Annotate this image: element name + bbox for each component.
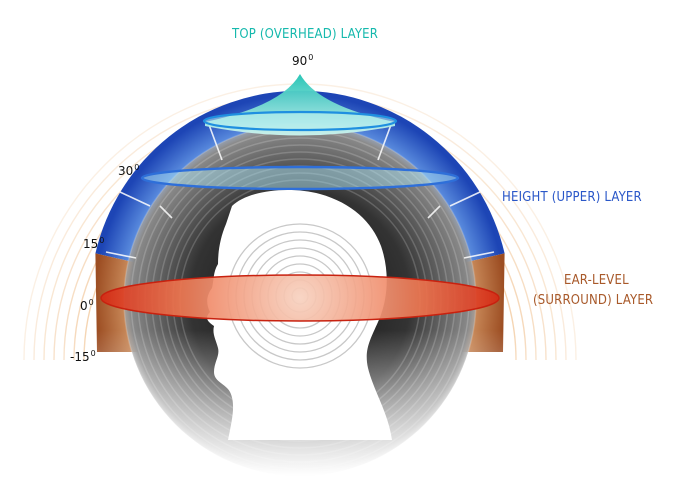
top-layer-label: TOP (OVERHEAD) LAYER <box>232 27 379 42</box>
angle-90-label: 900 <box>292 53 314 68</box>
angle-30-label: 300 <box>118 163 140 178</box>
sector-dividers <box>105 121 495 259</box>
angle-minus15-label: -150 <box>70 349 96 364</box>
top-layer-ring <box>202 110 398 132</box>
angle-15-label: 150 <box>83 236 105 251</box>
height-layer-label: HEIGHT (UPPER) LAYER <box>502 190 642 205</box>
ear-level-disc <box>101 275 499 321</box>
ear-level-disc-edge <box>100 274 500 322</box>
angle-0-label: 00 <box>80 298 94 313</box>
height-layer-ring <box>140 165 460 191</box>
ear-level-label-line1: EAR-LEVEL <box>564 273 629 288</box>
ear-level-label-line2: (SURROUND) LAYER <box>533 293 654 308</box>
